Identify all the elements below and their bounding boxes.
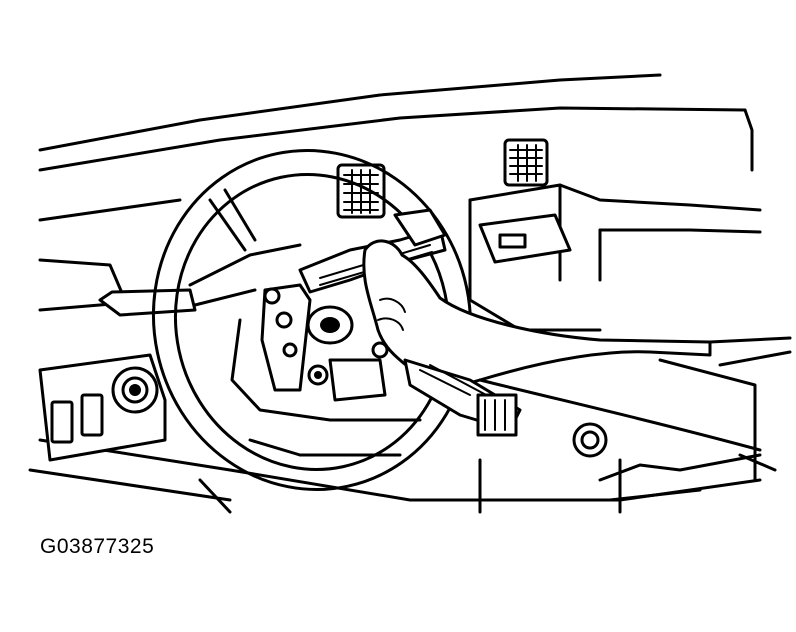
arm-sleeve [478,350,792,452]
air-vent-right [503,138,549,187]
wiring-harness [403,358,522,437]
steering-wheel-rim [151,149,473,491]
right-knob [572,422,608,458]
switch-panel [38,353,167,462]
turn-signal-stalk [98,288,197,317]
steering-wheel-hub [188,188,422,457]
hand [362,239,792,386]
center-console [598,453,762,502]
radio-slot [478,213,572,264]
figure-id-label: G03877325 [40,535,155,558]
air-vent-center [336,163,386,219]
